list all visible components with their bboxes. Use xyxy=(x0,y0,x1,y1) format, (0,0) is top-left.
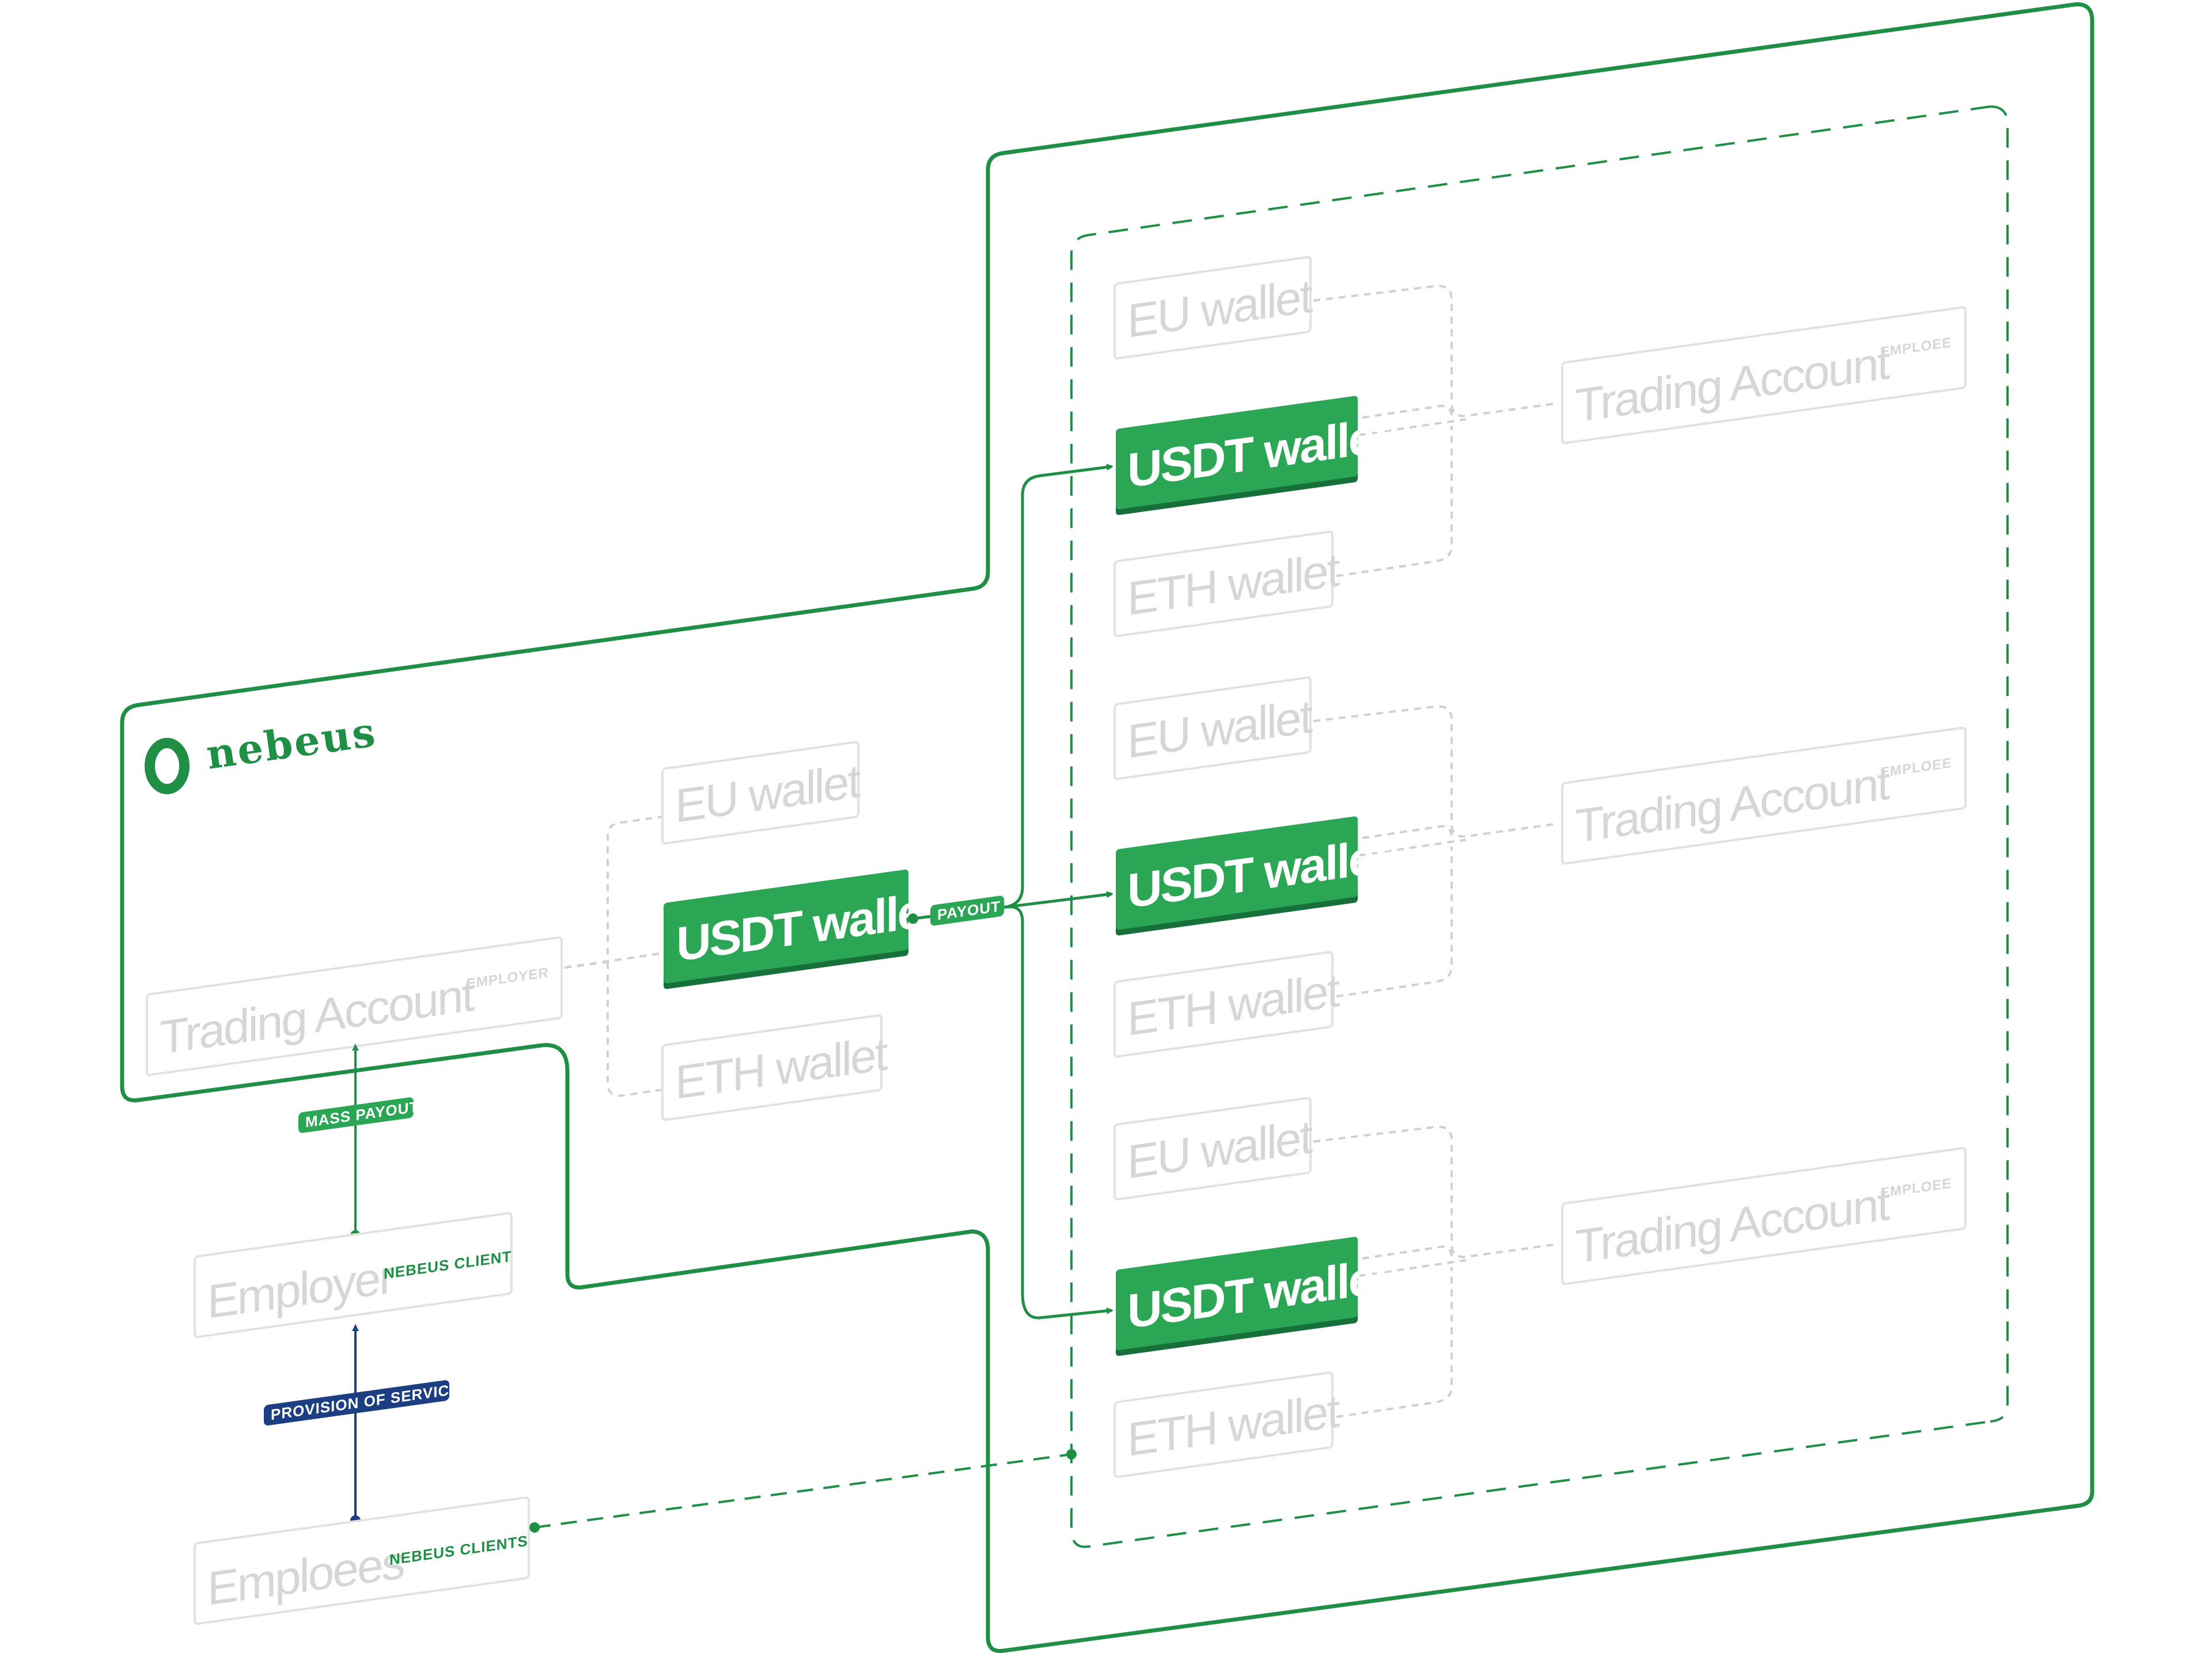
payout-connectors xyxy=(908,464,1113,1320)
employee-eth-wallet[interactable]: ETH wallet xyxy=(1113,1371,1340,1478)
nebeus-logo: nebeus xyxy=(145,708,380,794)
payout-line-group-2 xyxy=(1005,891,1113,909)
employee-eth-wallet[interactable]: ETH wallet xyxy=(1113,951,1340,1058)
employee-eu-wallet[interactable]: EU wallet xyxy=(1113,256,1313,360)
payout-tag: PAYOUT xyxy=(930,896,1004,926)
provision-of-service-tag: PROVISION OF SERVICE xyxy=(264,1380,460,1425)
employee-eth-wallet[interactable]: ETH wallet xyxy=(1113,530,1340,638)
employer-connector-usdt xyxy=(564,952,663,969)
employee-wallet-connector xyxy=(1359,839,1467,856)
employees-actor[interactable]: Emploees NEBEUS CLIENTS xyxy=(194,1496,530,1625)
payout-line-group-1 xyxy=(912,464,1113,920)
employee-eu-wallet[interactable]: EU wallet xyxy=(1113,1097,1313,1201)
employees-panel xyxy=(120,2,2094,1653)
employer-connector-eu xyxy=(564,816,663,969)
actors: MASS PAYOUT Employer NEBEUS CLIENT PROVI… xyxy=(194,1044,1077,1625)
employer-panel: EU wallet USDT wallet ETH wallet Trading… xyxy=(146,741,938,1121)
employee-wallet-connector xyxy=(1313,1125,1559,1258)
mass-payout-tag: MASS PAYOUT xyxy=(298,1097,419,1133)
employees-link-dot-end xyxy=(1066,1449,1077,1459)
employer-connector-eth xyxy=(607,962,663,1097)
employer-eth-wallet[interactable]: ETH wallet xyxy=(661,1014,888,1121)
employee-usdt-wallet[interactable]: USDT wallet xyxy=(1116,391,1389,515)
employee-wallets-dashed-frame xyxy=(1070,105,1991,1548)
employer-actor[interactable]: Employer NEBEUS CLIENT xyxy=(194,1212,513,1339)
employees-to-wallets-dashed-link xyxy=(534,1453,1072,1529)
employee-wallet-connector xyxy=(1313,705,1559,838)
mass-payout-tag-label: MASS PAYOUT xyxy=(305,1098,419,1131)
employee-wallet-connector xyxy=(1359,1259,1467,1277)
employee-usdt-wallet[interactable]: USDT wallet xyxy=(1116,812,1389,936)
employee-usdt-wallet[interactable]: USDT wallet xyxy=(1116,1232,1389,1356)
brand-name: nebeus xyxy=(203,708,380,779)
employee-eu-wallet[interactable]: EU wallet xyxy=(1113,676,1313,780)
employee-wallet-connector xyxy=(1313,285,1559,418)
employee-wallets-dashed-frame-outer xyxy=(1990,105,2009,1423)
employee-wallet-connector xyxy=(1362,825,1453,839)
employer-eu-wallet[interactable]: EU wallet xyxy=(661,741,861,845)
employer-usdt-wallet[interactable]: USDT wallet xyxy=(664,865,938,989)
payout-line-group-3 xyxy=(1005,905,1113,1320)
employee-wallet-connector xyxy=(1359,418,1467,436)
employees-link-dot-start xyxy=(529,1522,540,1533)
payout-origin-dot xyxy=(908,913,918,924)
employee-wallet-connector xyxy=(1362,1245,1453,1260)
employee-wallet-connector xyxy=(1362,404,1453,419)
nebeus-logo-icon xyxy=(145,738,190,794)
